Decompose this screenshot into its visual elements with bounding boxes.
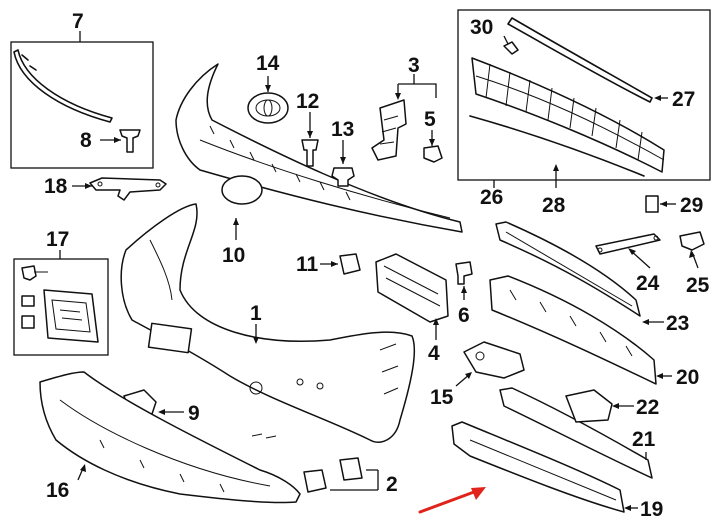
part-18-group [72, 177, 167, 201]
part-1-group [120, 203, 416, 443]
callout-4: 4 [428, 342, 440, 365]
part-11-clip [339, 253, 361, 275]
part-5-clip [423, 145, 443, 163]
part-16-group [39, 371, 301, 504]
callout-24: 24 [636, 272, 660, 295]
part-29-clip [645, 195, 659, 213]
callout-14: 14 [256, 52, 280, 75]
part-2-group [303, 457, 379, 493]
callout-18: 18 [44, 175, 68, 198]
part-18-bracket [89, 177, 167, 201]
part-7-molding [13, 49, 113, 123]
callout-13: 13 [331, 118, 354, 141]
part-14-group [247, 76, 289, 124]
part-8-clip [119, 129, 141, 153]
part-7-group [10, 31, 154, 169]
callout-1: 1 [250, 302, 262, 325]
part-15-group [455, 341, 525, 387]
callout-29: 29 [680, 194, 703, 217]
part-20-group [489, 275, 672, 385]
callout-5: 5 [424, 108, 436, 131]
part-1-bumper-cover [120, 203, 416, 443]
part-10-upper-cover [175, 63, 463, 233]
part-14-emblem [247, 92, 289, 124]
part-25-group [679, 231, 705, 269]
part-2-clip-b [339, 457, 363, 481]
part-26-group [457, 9, 711, 213]
part-22-group [565, 389, 634, 423]
callout-8: 8 [80, 129, 92, 152]
part-13-clip [331, 167, 355, 187]
callout-23: 23 [666, 312, 689, 335]
part-4-bracket [375, 253, 449, 323]
callout-9: 9 [188, 402, 200, 425]
part-10-group [175, 63, 463, 240]
part-23-group [495, 221, 664, 325]
part-19-lower-grille [451, 421, 625, 513]
part-28-seal [469, 115, 645, 177]
part-1-plate-area [147, 322, 193, 354]
part-19-group [451, 421, 638, 513]
callout-28: 28 [542, 194, 566, 217]
part-17-plate-bracket [43, 289, 99, 343]
part-11-group [320, 253, 361, 275]
part-12-bolt [301, 139, 319, 167]
part-4-group [375, 253, 449, 340]
part-17-screw [21, 265, 37, 281]
part-6-group [455, 261, 473, 300]
part-13-group [331, 140, 355, 187]
box-7 [10, 41, 154, 169]
callout-16: 16 [46, 479, 69, 502]
part-2-clip-a [303, 469, 327, 493]
callout-22: 22 [636, 396, 659, 419]
part-17-group [13, 250, 109, 356]
callout-21: 21 [632, 428, 656, 451]
callout-15: 15 [430, 386, 454, 409]
part-23-reinforcement [495, 221, 641, 317]
part-27-seal [507, 17, 653, 103]
part-22-bracket [565, 389, 613, 423]
part-20-absorber [489, 275, 657, 385]
part-15-bracket [463, 341, 525, 379]
part-12-group [301, 112, 319, 167]
callout-25: 25 [686, 274, 710, 297]
callout-30: 30 [470, 16, 493, 39]
callout-10: 10 [222, 244, 245, 267]
part-5-group [423, 130, 443, 163]
callout-19: 19 [640, 498, 663, 521]
callout-7: 7 [72, 10, 84, 33]
box-17 [13, 258, 109, 356]
part-16-lower-valance [39, 371, 301, 504]
callout-26: 26 [480, 186, 503, 209]
part-21-group [499, 387, 653, 479]
callout-27: 27 [672, 88, 695, 111]
box-26 [457, 9, 711, 181]
part-24-brace [595, 233, 661, 255]
part-21-beam [499, 387, 653, 479]
part-10-emblem-mount [221, 175, 263, 205]
part-24-group [595, 233, 661, 269]
part-6-bolt [455, 261, 473, 285]
callout-11: 11 [296, 253, 319, 276]
highlight-arrow [418, 487, 486, 514]
callout-3: 3 [408, 54, 420, 77]
callout-17: 17 [46, 228, 69, 251]
part-30-fastener [503, 41, 519, 55]
callout-6: 6 [458, 304, 470, 327]
part-25-bracket [679, 231, 705, 251]
part-3-group [371, 74, 437, 161]
part-26-shutter [471, 57, 665, 173]
callout-20: 20 [676, 366, 699, 389]
callout-2: 2 [386, 473, 398, 496]
callout-12: 12 [296, 90, 319, 113]
